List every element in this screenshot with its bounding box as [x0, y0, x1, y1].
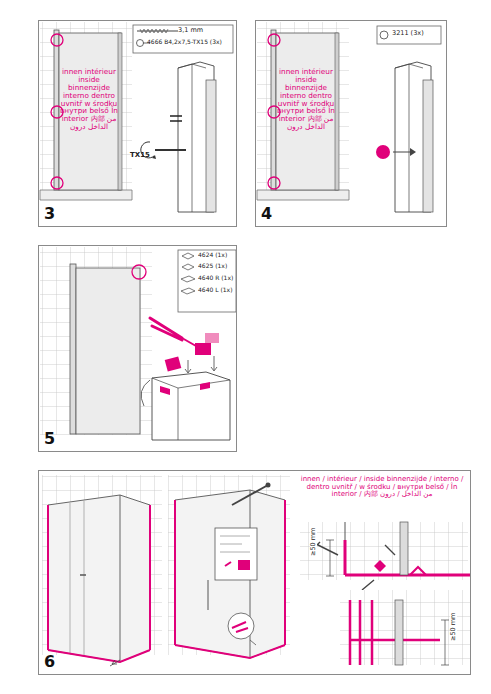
- step-panel: 4: [255, 20, 447, 227]
- part-number: 4625 (1x): [198, 263, 227, 270]
- dimension-label: ≥50 mm: [450, 613, 457, 641]
- part-number: 4666 B4,2x7,5-TX15 (3x): [147, 39, 222, 46]
- inside-note: innen intérieur inside binnenzijde inter…: [276, 68, 336, 131]
- step-number: 6: [44, 652, 55, 671]
- part-number: TX15: [130, 152, 150, 160]
- step-number: 4: [261, 204, 272, 223]
- part-number: 3211 (3x): [392, 30, 424, 37]
- step-panel: 3: [38, 20, 237, 227]
- step-5-drawing: [40, 247, 236, 440]
- step-number: 3: [44, 204, 55, 223]
- part-number: 4640 L (1x): [198, 287, 232, 294]
- dimension-label: 3,1 mm: [178, 27, 203, 34]
- step-6-drawing: [42, 475, 470, 666]
- inside-note: innen intérieur inside binnenzijde inter…: [59, 68, 119, 131]
- part-number: 4624 (1x): [198, 252, 227, 259]
- step-panel: 6: [38, 470, 471, 675]
- step-number: 5: [44, 429, 55, 448]
- dimension-label: ≥50 mm: [310, 528, 317, 556]
- part-number: 4640 R (1x): [198, 275, 233, 282]
- step-3-drawing: [40, 22, 233, 212]
- inside-note: innen / intérieur / inside binnenzijde /…: [296, 476, 468, 499]
- step-4-drawing: [257, 22, 441, 212]
